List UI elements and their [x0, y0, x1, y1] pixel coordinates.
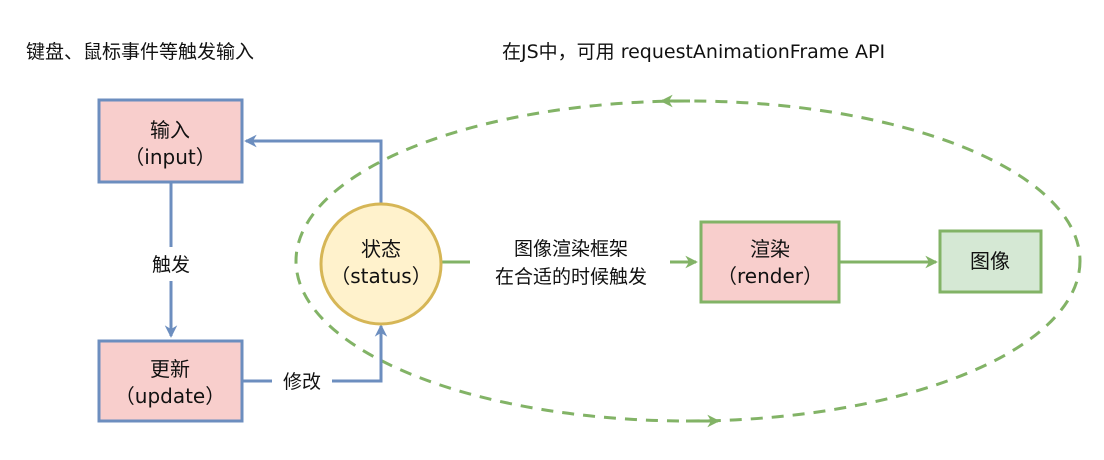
edge-status-to-input — [244, 134, 383, 204]
render-node: 渲染 （render） — [699, 220, 841, 304]
edge-label-frame-line2: 在合适的时候触发 — [495, 266, 647, 288]
input-node-subtitle: （input） — [124, 145, 215, 169]
input-node-title: 输入 — [150, 118, 190, 142]
update-node: 更新 （update） — [97, 339, 244, 423]
input-node: 输入 （input） — [97, 98, 244, 184]
js-api-note: 在JS中，可用 requestAnimationFrame API — [502, 41, 885, 63]
edge-label-frame-line1: 图像渲染框架 — [514, 238, 628, 260]
image-node: 图像 — [938, 229, 1043, 294]
status-node-subtitle: （status） — [330, 264, 431, 288]
update-node-subtitle: （update） — [115, 384, 225, 408]
status-node: 状态 （status） — [319, 202, 443, 326]
status-node-title: 状态 — [361, 237, 401, 261]
edge-label-trigger: 触发 — [152, 254, 190, 276]
image-node-label: 图像 — [970, 249, 1010, 273]
render-node-title: 渲染 — [750, 237, 790, 261]
render-node-subtitle: （render） — [717, 264, 823, 288]
update-node-title: 更新 — [150, 357, 190, 381]
edge-label-modify: 修改 — [283, 371, 321, 393]
input-events-note: 键盘、鼠标事件等触发输入 — [26, 41, 254, 63]
